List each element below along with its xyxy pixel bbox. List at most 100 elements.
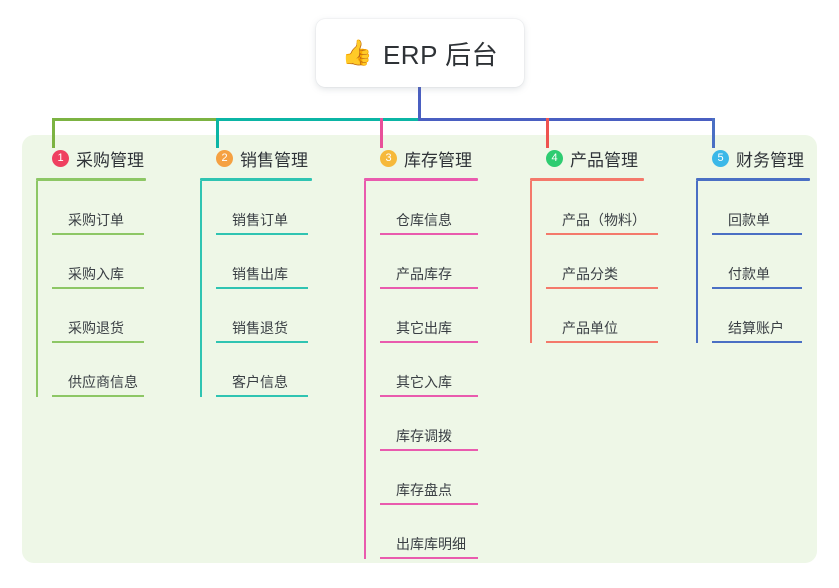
branch-items-5: 回款单付款单结算账户 bbox=[696, 181, 839, 343]
leaf-item-label: 付款单 bbox=[728, 266, 770, 282]
leaf-item-label: 产品（物料） bbox=[562, 212, 646, 228]
branch-spine-2 bbox=[200, 181, 202, 397]
leaf-item-label: 出库库明细 bbox=[396, 536, 466, 552]
leaf-item-underline bbox=[380, 233, 478, 235]
branch-column-1: 1 采购管理采购订单采购入库采购退货供应商信息 bbox=[36, 146, 186, 397]
leaf-item-underline bbox=[380, 287, 478, 289]
leaf-item[interactable]: 库存盘点 bbox=[380, 451, 524, 505]
branch-underline-4 bbox=[530, 178, 644, 181]
branch-items-1: 采购订单采购入库采购退货供应商信息 bbox=[36, 181, 186, 397]
leaf-item-underline bbox=[52, 341, 144, 343]
branch-underline-5 bbox=[696, 178, 810, 181]
branch-column-2: 2 销售管理销售订单销售出库销售退货客户信息 bbox=[200, 146, 350, 397]
branch-column-4: 4 产品管理产品（物料） 产品分类产品单位 bbox=[530, 146, 690, 343]
branch-badge-2: 2 bbox=[216, 149, 233, 167]
root-node[interactable]: 👍 ERP 后台 bbox=[316, 19, 524, 87]
branch-spine-5 bbox=[696, 181, 698, 343]
leaf-item[interactable]: 采购订单 bbox=[52, 181, 186, 235]
thumbs-up-icon: 👍 bbox=[341, 38, 373, 67]
leaf-item[interactable]: 产品（物料） bbox=[546, 181, 690, 235]
leaf-item[interactable]: 供应商信息 bbox=[52, 343, 186, 397]
leaf-item[interactable]: 产品单位 bbox=[546, 289, 690, 343]
leaf-item-label: 其它入库 bbox=[396, 374, 452, 390]
leaf-item-underline bbox=[546, 287, 658, 289]
branch-underline-2 bbox=[200, 178, 312, 181]
leaf-item[interactable]: 结算账户 bbox=[712, 289, 839, 343]
leaf-item[interactable]: 其它出库 bbox=[380, 289, 524, 343]
branch-title-3: 库存管理 bbox=[404, 150, 472, 170]
leaf-item-underline bbox=[712, 233, 802, 235]
leaf-item-label: 销售订单 bbox=[232, 212, 288, 228]
leaf-item-label: 采购订单 bbox=[68, 212, 124, 228]
leaf-item-label: 销售出库 bbox=[232, 266, 288, 282]
branch-spine-4 bbox=[530, 181, 532, 343]
branch-header-1[interactable]: 1 采购管理 bbox=[36, 146, 186, 170]
leaf-item-label: 库存调拨 bbox=[396, 428, 452, 444]
branch-spine-3 bbox=[364, 181, 366, 559]
leaf-item[interactable]: 库存调拨 bbox=[380, 397, 524, 451]
leaf-item-underline bbox=[380, 503, 478, 505]
leaf-item-label: 客户信息 bbox=[232, 374, 288, 390]
branch-underline-3 bbox=[364, 178, 478, 181]
bus-segment-3 bbox=[418, 118, 715, 121]
branch-title-1: 采购管理 bbox=[76, 150, 144, 170]
branch-header-4[interactable]: 4 产品管理 bbox=[530, 146, 690, 170]
branch-badge-5: 5 bbox=[712, 149, 729, 167]
root-stem-wire bbox=[418, 86, 421, 121]
leaf-item-underline bbox=[52, 233, 144, 235]
branch-title-2: 销售管理 bbox=[240, 150, 308, 170]
leaf-item-label: 回款单 bbox=[728, 212, 770, 228]
branch-items-3: 仓库信息产品库存其它出库其它入库库存调拨库存盘点出库库明细 bbox=[364, 181, 524, 559]
leaf-item[interactable]: 客户信息 bbox=[216, 343, 350, 397]
leaf-item[interactable]: 采购入库 bbox=[52, 235, 186, 289]
branch-items-4: 产品（物料） 产品分类产品单位 bbox=[530, 181, 690, 343]
bus-segment-1 bbox=[52, 118, 219, 121]
leaf-item[interactable]: 销售订单 bbox=[216, 181, 350, 235]
leaf-item[interactable]: 仓库信息 bbox=[380, 181, 524, 235]
leaf-item-label: 产品单位 bbox=[562, 320, 618, 336]
leaf-item-label: 销售退货 bbox=[232, 320, 288, 336]
branch-drop-wire-5 bbox=[712, 118, 715, 148]
branch-drop-wire-3 bbox=[380, 118, 383, 148]
branch-column-3: 3 库存管理仓库信息产品库存其它出库其它入库库存调拨库存盘点出库库明细 bbox=[364, 146, 524, 559]
leaf-item[interactable]: 回款单 bbox=[712, 181, 839, 235]
branch-badge-3: 3 bbox=[380, 149, 397, 167]
leaf-item-underline bbox=[712, 341, 802, 343]
branch-header-3[interactable]: 3 库存管理 bbox=[364, 146, 524, 170]
leaf-item-underline bbox=[546, 233, 658, 235]
branch-badge-4: 4 bbox=[546, 149, 563, 167]
leaf-item[interactable]: 出库库明细 bbox=[380, 505, 524, 559]
leaf-item[interactable]: 销售退货 bbox=[216, 289, 350, 343]
leaf-item-underline bbox=[216, 287, 308, 289]
leaf-item[interactable]: 产品分类 bbox=[546, 235, 690, 289]
leaf-item[interactable]: 产品库存 bbox=[380, 235, 524, 289]
leaf-item[interactable]: 付款单 bbox=[712, 235, 839, 289]
branch-spine-1 bbox=[36, 181, 38, 397]
leaf-item-underline bbox=[546, 341, 658, 343]
leaf-item-label: 采购退货 bbox=[68, 320, 124, 336]
leaf-item[interactable]: 采购退货 bbox=[52, 289, 186, 343]
leaf-item-label: 仓库信息 bbox=[396, 212, 452, 228]
leaf-item-underline bbox=[712, 287, 802, 289]
branch-drop-wire-4 bbox=[546, 118, 549, 148]
leaf-item-label: 其它出库 bbox=[396, 320, 452, 336]
leaf-item-label: 库存盘点 bbox=[396, 482, 452, 498]
leaf-item[interactable]: 销售出库 bbox=[216, 235, 350, 289]
leaf-item-underline bbox=[216, 395, 308, 397]
branch-drop-wire-2 bbox=[216, 118, 219, 148]
branch-title-4: 产品管理 bbox=[570, 150, 638, 170]
leaf-item-underline bbox=[52, 287, 144, 289]
leaf-item[interactable]: 其它入库 bbox=[380, 343, 524, 397]
leaf-item-underline bbox=[216, 233, 308, 235]
leaf-item-label: 结算账户 bbox=[728, 320, 784, 336]
branch-header-2[interactable]: 2 销售管理 bbox=[200, 146, 350, 170]
leaf-item-label: 供应商信息 bbox=[68, 374, 138, 390]
leaf-item-label: 产品库存 bbox=[396, 266, 452, 282]
leaf-item-underline bbox=[52, 395, 144, 397]
branch-drop-wire-1 bbox=[52, 118, 55, 148]
leaf-item-underline bbox=[380, 341, 478, 343]
branch-badge-1: 1 bbox=[52, 149, 69, 167]
